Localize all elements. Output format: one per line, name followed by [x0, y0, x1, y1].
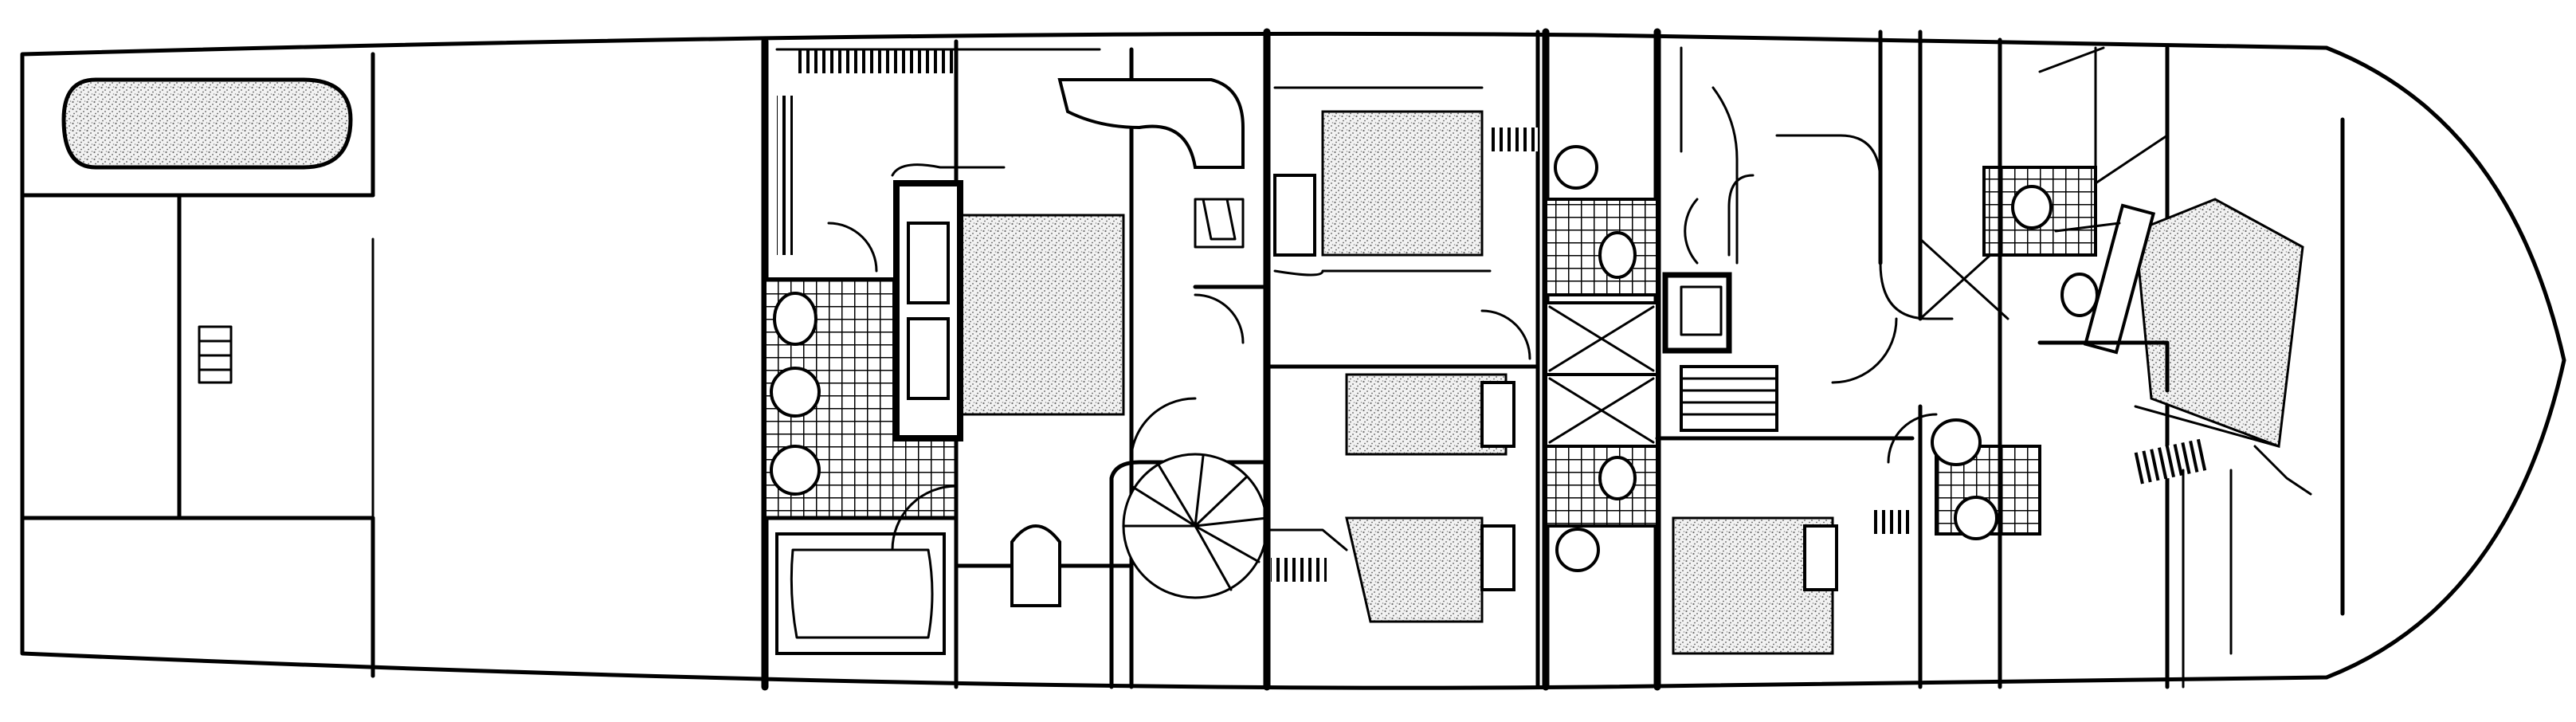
- crew-quarters: [1878, 29, 2099, 689]
- starboard-guest-bed: [1321, 110, 1484, 257]
- door-swings: [827, 198, 1938, 551]
- galley-crew-area: [1655, 46, 1954, 655]
- guest-staterooms: [1263, 28, 1540, 691]
- hot-tub: [61, 77, 353, 170]
- master-stateroom: [891, 47, 1245, 689]
- crew-stairs: [1680, 365, 1778, 432]
- settee: [1057, 78, 1245, 169]
- bathtub: [775, 532, 946, 655]
- vanity-seat: [1010, 524, 1061, 607]
- forepeak: [2038, 46, 2345, 616]
- vip-stateroom: [1998, 37, 2312, 689]
- guest-heads: [1542, 28, 1661, 691]
- companionway: [1109, 284, 1269, 689]
- aft-deck-area: [20, 52, 375, 678]
- engine-room: [371, 37, 769, 691]
- hull-outline: [20, 31, 2566, 690]
- vip-bed: [2134, 198, 2304, 449]
